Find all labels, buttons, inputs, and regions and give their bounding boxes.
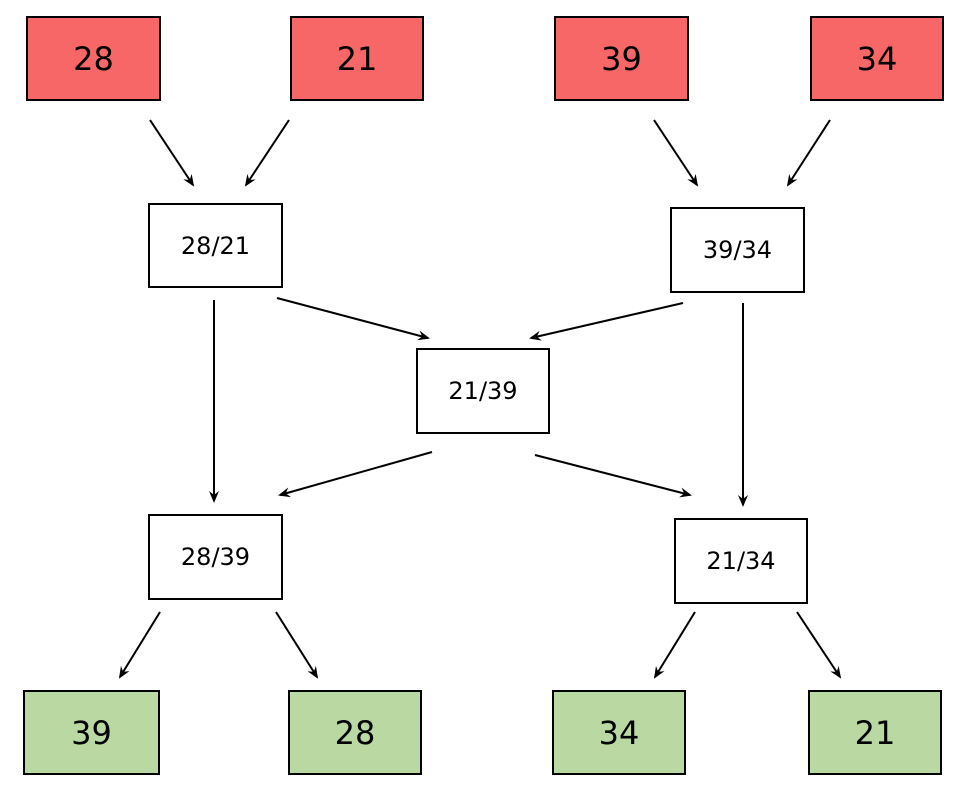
arrow-c3-to-c5: [534, 454, 692, 498]
arrow-c1-to-c3: [276, 297, 430, 341]
input-node-2-value: 21: [336, 39, 378, 78]
input-node-1-value: 28: [73, 39, 114, 78]
input-node-3-value: 39: [601, 39, 642, 78]
arrow-c5-to-output3: [653, 611, 696, 679]
input-node-4-value: 34: [856, 39, 898, 78]
output-node-3: 34: [552, 690, 686, 775]
input-node-1: 28: [26, 16, 161, 101]
comparator-node-4: 28/39: [148, 514, 283, 600]
arrow-input3-to-c2: [653, 119, 699, 187]
arrow-c2-to-c3: [529, 302, 684, 341]
arrow-input4-to-c2: [786, 119, 831, 187]
arrow-c3-to-c4: [278, 451, 433, 498]
comparator-node-5: 21/34: [674, 518, 808, 604]
arrow-input1-to-c1: [149, 119, 195, 187]
input-node-2: 21: [290, 16, 424, 101]
output-node-2-value: 28: [334, 713, 376, 752]
comparator-node-4-label: 28/39: [180, 543, 251, 571]
input-node-3: 39: [554, 16, 689, 101]
output-node-1: 39: [23, 690, 160, 775]
arrow-c4-to-output1: [118, 611, 161, 679]
comparator-node-3: 21/39: [416, 348, 550, 434]
arrow-input2-to-c1: [244, 119, 290, 187]
output-node-1-value: 39: [71, 713, 112, 752]
comparator-node-1: 28/21: [148, 203, 283, 288]
arrow-c4-to-output2: [275, 611, 319, 679]
output-node-3-value: 34: [598, 713, 640, 752]
comparator-node-2-label: 39/34: [702, 236, 773, 264]
output-node-4: 21: [808, 690, 942, 775]
arrow-c5-to-output4: [796, 611, 842, 679]
output-node-2: 28: [288, 690, 422, 775]
output-node-4-value: 21: [854, 713, 896, 752]
comparator-node-1-label: 28/21: [180, 231, 251, 260]
input-node-4: 34: [810, 16, 944, 101]
comparator-node-5-label: 21/34: [706, 547, 776, 575]
comparator-node-2: 39/34: [670, 207, 805, 293]
comparator-node-3-label: 21/39: [448, 377, 518, 405]
